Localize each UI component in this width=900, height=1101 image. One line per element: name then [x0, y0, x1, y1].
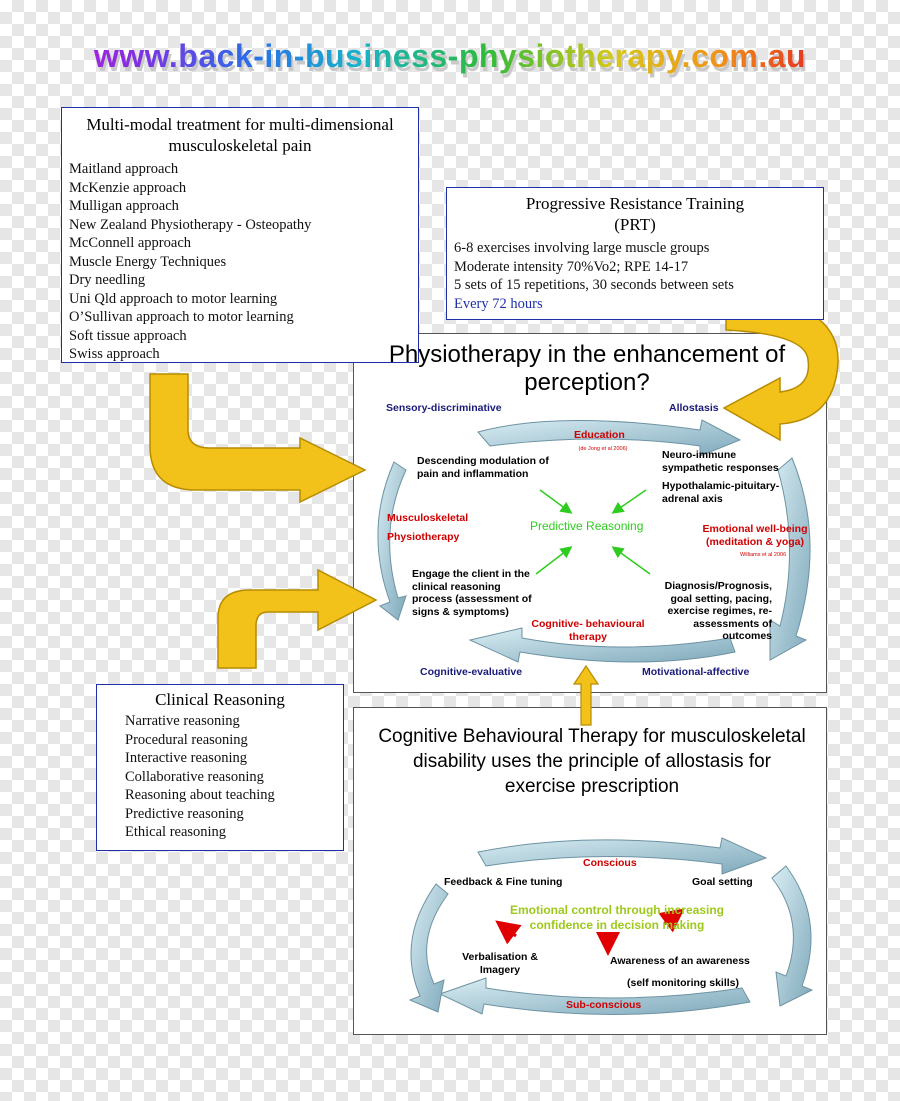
prt-title: Progressive Resistance Training (PRT) — [525, 194, 745, 234]
gold-arrow-prt — [722, 291, 839, 442]
clinical-item: Collaborative reasoning — [125, 768, 264, 785]
label-education-ref: (de Jong et al 2006) — [578, 446, 628, 452]
multimodal-item: Uni Qld approach to motor learning — [69, 290, 278, 307]
label-education: Education — [574, 429, 625, 441]
green-arrow-tl — [539, 489, 573, 514]
multimodal-item: Mulligan approach — [69, 198, 179, 214]
teal-arrow-right — [769, 457, 811, 661]
label-subconscious: Sub-conscious — [566, 999, 642, 1011]
green-arrow-br — [611, 546, 651, 575]
multimodal-item: O’Sullivan approach to motor learning — [69, 309, 294, 325]
prt-highlight: Every 72 hours — [454, 295, 543, 312]
label-emotional-control: Emotional control through increasing con… — [509, 903, 724, 932]
label-verbalisation: Verbalisation & Imagery — [462, 951, 538, 976]
label-goal-setting: Goal setting — [692, 876, 753, 888]
clinical-item: Narrative reasoning — [125, 713, 240, 729]
perception-panel — [353, 333, 827, 693]
label-emotional: Emotional well-being (meditation & yoga) — [702, 523, 808, 548]
prt-item: 5 sets of 15 repetitions, 30 seconds bet… — [454, 277, 734, 293]
cbt-panel-title: Cognitive Behavioural Therapy for muscul… — [378, 726, 806, 797]
label-self-monitoring: (self monitoring skills) — [627, 977, 740, 989]
gold-arrow-multimodal — [149, 373, 367, 504]
teal-arrow-top — [477, 419, 742, 457]
clinical-item: Ethical reasoning — [125, 824, 227, 840]
label-msk: Musculoskeletal — [387, 512, 469, 524]
label-physio: Physiotherapy — [387, 531, 460, 543]
label-cognitive-evaluative: Cognitive-evaluative — [420, 666, 523, 678]
label-descending: Descending modulation of pain and inflam… — [417, 455, 549, 480]
clinical-item: Interactive reasoning — [125, 750, 247, 766]
label-sensory: Sensory-discriminative — [386, 402, 502, 414]
label-cbt: Cognitive- behavioural therapy — [531, 618, 645, 643]
label-motivational-affective: Motivational-affective — [642, 666, 750, 678]
gold-arrow-cbt-up — [572, 664, 600, 726]
prt-item: 6-8 exercises involving large muscle gro… — [454, 240, 710, 256]
label-awareness: Awareness of an awareness — [610, 955, 750, 967]
cbt-teal-left — [408, 883, 449, 1013]
label-hpa: Hypothalamic-pituitary-adrenal axis — [662, 480, 780, 505]
multimodal-item: Dry needling — [69, 272, 146, 288]
multimodal-item: Swiss approach — [69, 346, 160, 362]
teal-arrow-left — [377, 461, 407, 621]
gold-arrow-clinical — [217, 568, 378, 669]
green-arrow-tr — [611, 489, 647, 514]
prt-item: Moderate intensity 70%Vo2; RPE 14-17 — [454, 258, 689, 275]
label-emotional-ref: Williams et al 2006 — [740, 552, 787, 558]
site-url[interactable]: www.back-in-business-physiotherapy.com.a… — [0, 38, 900, 75]
multimodal-box: Multi-modal treatment for multi-dimensio… — [61, 107, 419, 363]
clinical-box: Clinical Reasoning Narrative reasoning P… — [96, 684, 344, 851]
clinical-item: Procedural reasoning — [125, 731, 248, 748]
teal-arrow-bottom — [468, 627, 736, 663]
label-feedback: Feedback & Fine tuning — [444, 876, 563, 888]
label-predictive: Predictive Reasoning — [530, 519, 644, 533]
red-arrow-right — [658, 908, 685, 933]
red-arrow-left — [495, 920, 522, 945]
cbt-teal-bottom — [438, 977, 751, 1016]
label-allostasis: Allostasis — [669, 402, 719, 414]
label-diagnosis: Diagnosis/Prognosis, goal setting, pacin… — [664, 580, 772, 642]
multimodal-item: New Zealand Physiotherapy - Osteopathy — [69, 216, 312, 233]
multimodal-item: McKenzie approach — [69, 179, 187, 196]
clinical-item: Reasoning about teaching — [125, 787, 275, 803]
multimodal-item: McConnell approach — [69, 235, 192, 251]
clinical-item: Predictive reasoning — [125, 805, 244, 822]
label-neuro: Neuro-immune sympathetic responses — [662, 449, 779, 474]
green-arrow-bl — [535, 546, 573, 575]
cbt-teal-right — [771, 865, 814, 1007]
clinical-title: Clinical Reasoning — [155, 690, 285, 709]
multimodal-item: Soft tissue approach — [69, 327, 187, 344]
label-conscious: Conscious — [583, 857, 637, 869]
prt-box: Progressive Resistance Training (PRT) 6-… — [446, 187, 824, 320]
perception-title: Physiotherapy in the enhancement of perc… — [388, 341, 786, 396]
cbt-teal-top — [477, 837, 768, 875]
label-engage: Engage the client in the clinical reason… — [412, 568, 532, 618]
site-url-shadow: www.back-in-business-physiotherapy.com.a… — [2, 42, 900, 79]
multimodal-item: Muscle Energy Techniques — [69, 253, 227, 270]
multimodal-item: Maitland approach — [69, 161, 179, 177]
multimodal-title: Multi-modal treatment for multi-dimensio… — [86, 115, 394, 155]
